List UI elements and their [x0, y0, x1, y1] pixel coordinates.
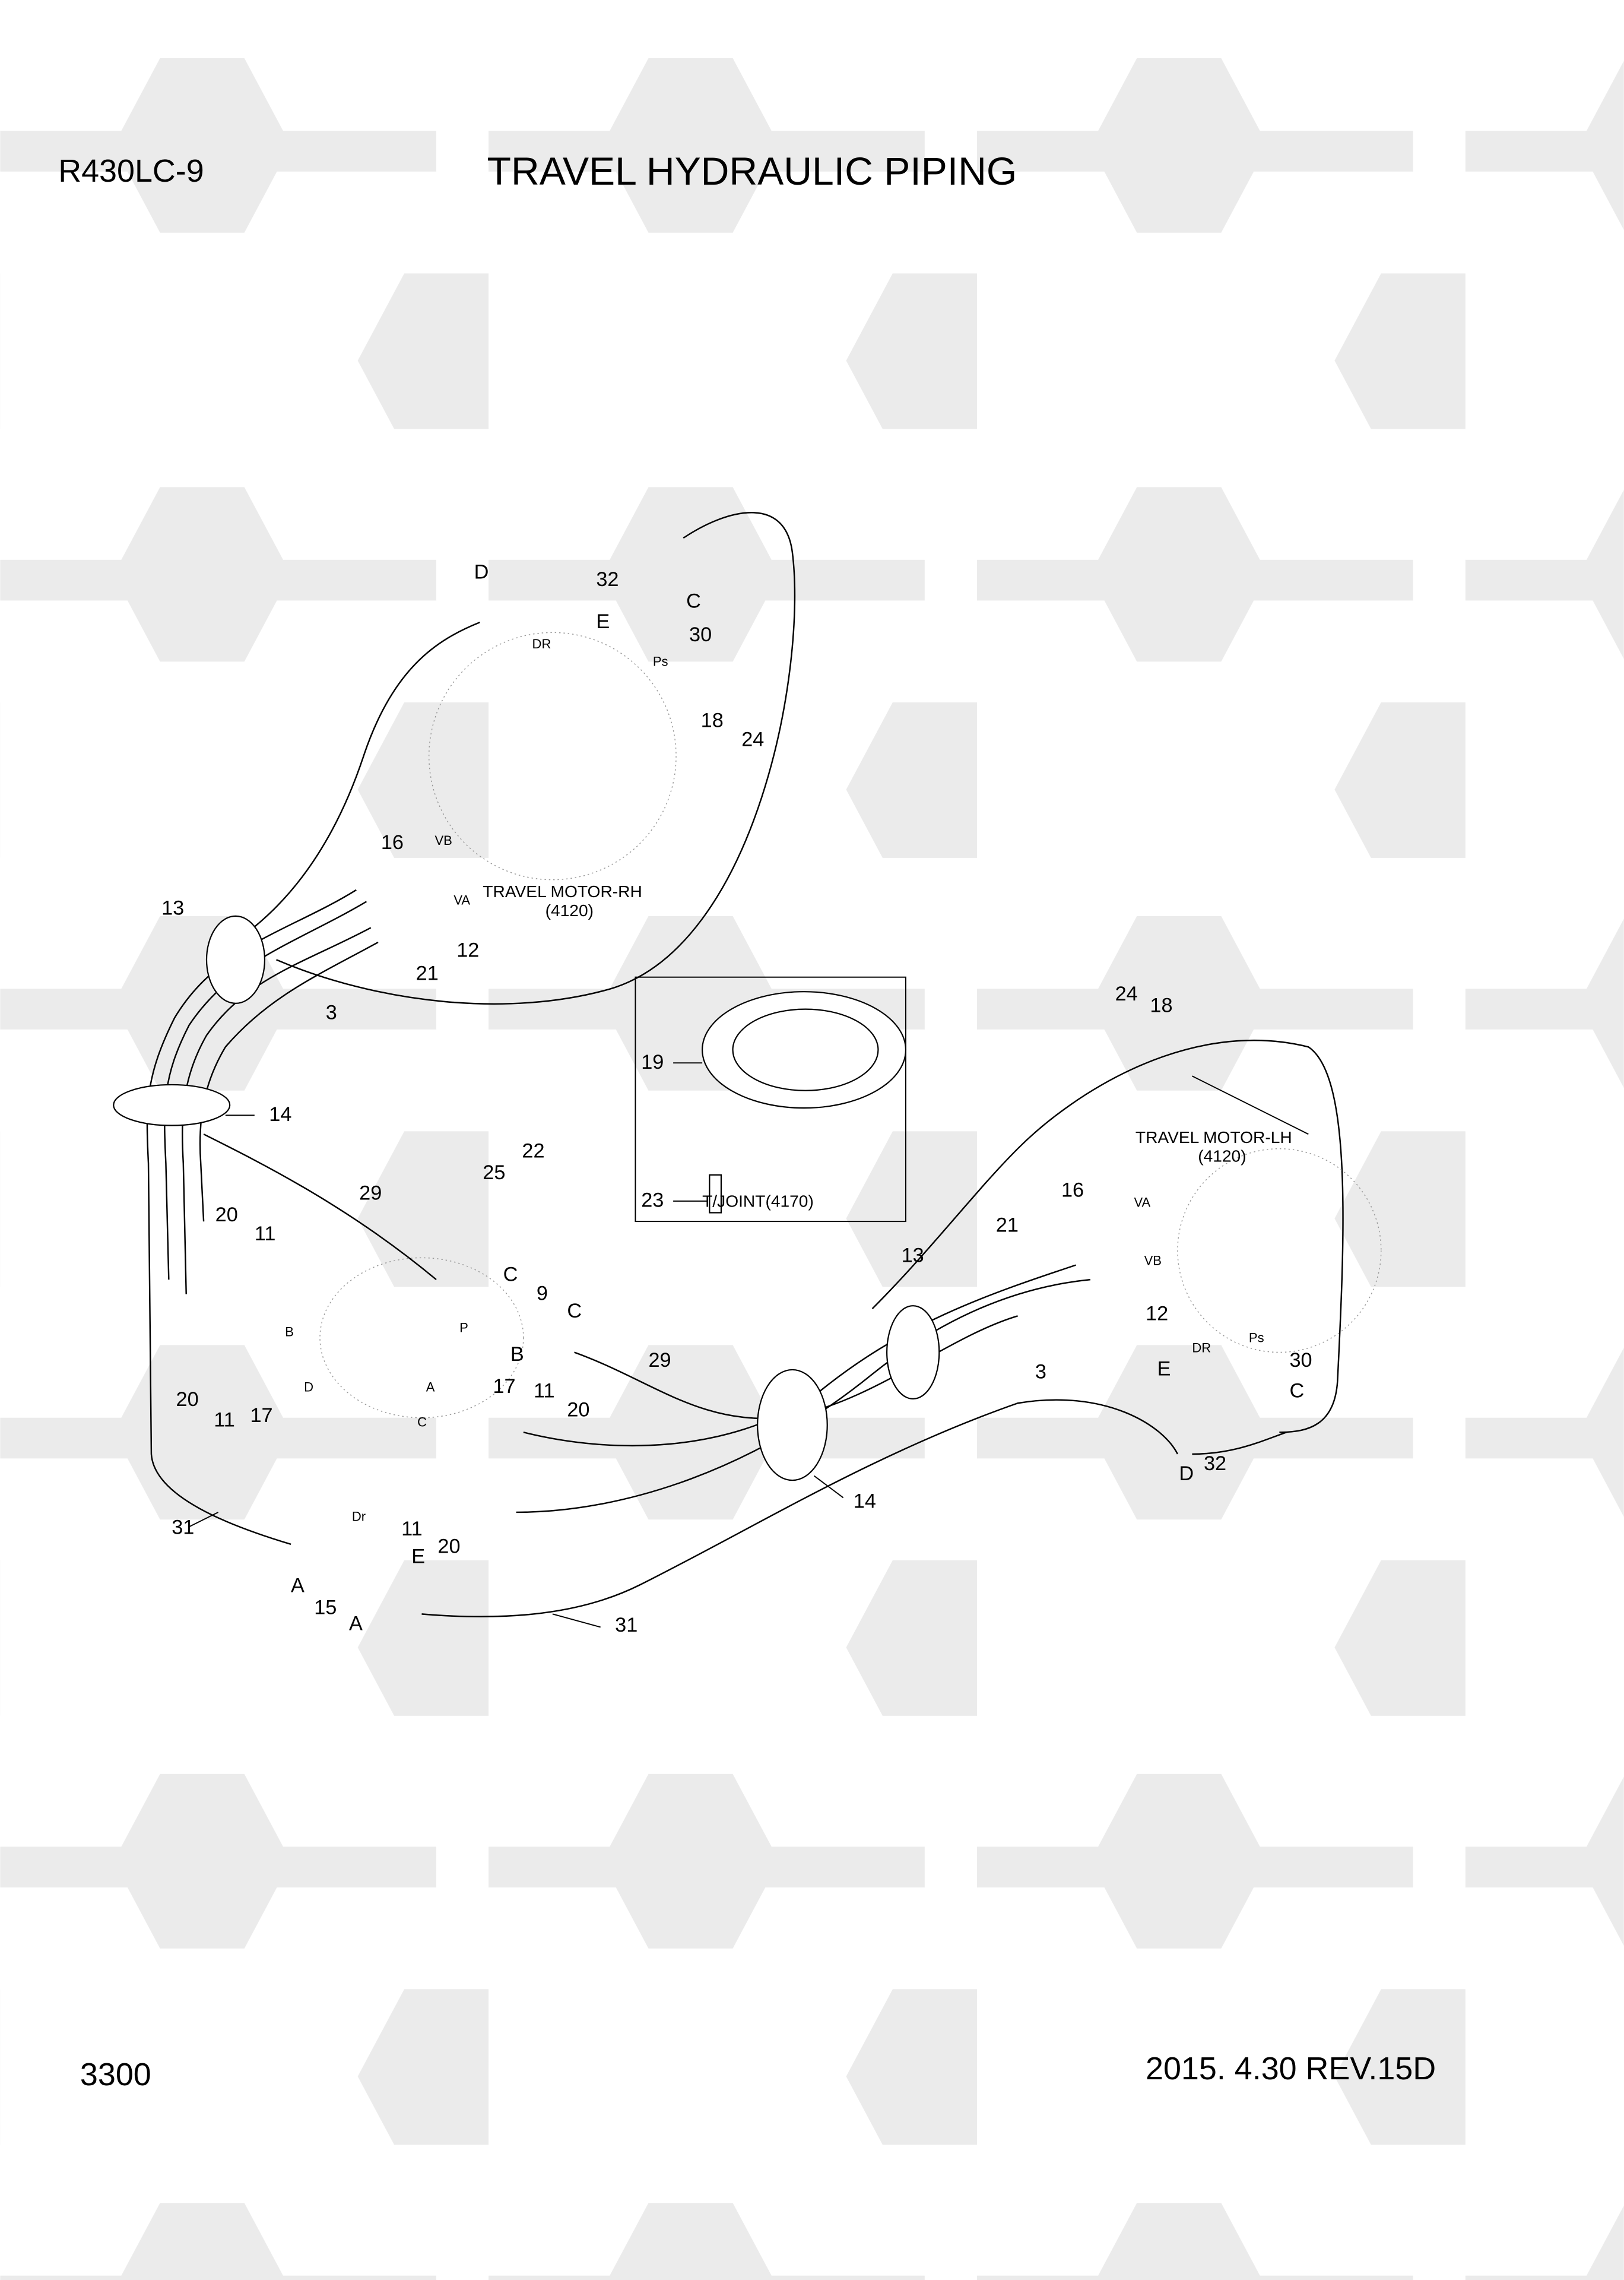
callout: 11 [401, 1518, 423, 1540]
callout: 16 [381, 831, 404, 854]
callout: C [1289, 1379, 1304, 1402]
callout: 17 [250, 1404, 272, 1427]
port-label: VA [1134, 1195, 1150, 1210]
gasket-19-inner [732, 1008, 879, 1091]
callout: 24 [1115, 983, 1138, 1005]
clamp-14-rh [113, 1084, 231, 1126]
travel-motor-rh-code: (4120) [545, 901, 594, 920]
port-label: B [285, 1325, 294, 1340]
callout: A [291, 1575, 304, 1597]
callout: 32 [596, 568, 618, 591]
port-label: VB [434, 833, 452, 848]
travel-motor-lh-label: TRAVEL MOTOR-LH [1135, 1128, 1292, 1147]
travel-motor-lh-outline [1177, 1148, 1382, 1353]
callout: A [349, 1612, 363, 1635]
clamp-13-rh [205, 915, 266, 1004]
leader-lines [189, 1062, 1309, 1628]
callout: 3 [326, 1002, 337, 1024]
port-label: P [459, 1320, 468, 1335]
callout: 20 [215, 1204, 238, 1226]
callout: 18 [1150, 994, 1172, 1016]
callout: D [474, 561, 489, 584]
callout: 15 [314, 1596, 337, 1619]
port-label: DR [1192, 1341, 1211, 1356]
model-label: R430LC-9 [58, 153, 204, 189]
callout: E [596, 610, 610, 633]
travel-motor-rh-label: TRAVEL MOTOR-RH [483, 882, 642, 901]
port-labels: DR Ps VB VA VA VB P B DR Ps D A C Dr [285, 636, 1264, 1524]
callout: 23 [641, 1189, 664, 1212]
callout: 19 [641, 1051, 664, 1074]
tjoint-label: T/JOINT(4170) [702, 1192, 814, 1211]
callout: 13 [902, 1244, 924, 1267]
callout: 22 [522, 1139, 544, 1162]
travel-motor-rh-outline [428, 632, 677, 881]
callout: 13 [161, 897, 184, 919]
callout: 3 [1035, 1361, 1046, 1383]
callout: B [510, 1343, 524, 1366]
callout: D [1179, 1462, 1194, 1485]
callout: E [411, 1546, 425, 1568]
revision-date: 2015. 4.30 REV.15D [1146, 2051, 1436, 2086]
callout: 14 [854, 1490, 876, 1513]
callout: C [503, 1264, 518, 1286]
callout: 31 [172, 1516, 194, 1539]
callout: 11 [534, 1379, 555, 1402]
callout: 31 [615, 1614, 637, 1636]
port-label: Ps [1249, 1330, 1264, 1345]
callout: 12 [1146, 1303, 1168, 1325]
callout: 16 [1061, 1179, 1084, 1202]
port-label: VA [453, 892, 470, 907]
callout: 20 [437, 1535, 460, 1558]
tjoint-inset-box [635, 976, 906, 1223]
callout: 20 [176, 1388, 199, 1411]
port-label: Dr [352, 1509, 366, 1524]
port-label: VB [1144, 1253, 1162, 1268]
turning-joint-outline [319, 1257, 524, 1418]
callout: 18 [701, 709, 724, 732]
callout: 30 [689, 623, 712, 646]
callout: C [567, 1300, 582, 1322]
callout: 21 [996, 1214, 1019, 1236]
clamp-13-lh [886, 1305, 940, 1400]
page-title: TRAVEL HYDRAULIC PIPING [487, 150, 1017, 194]
callout: E [1157, 1358, 1171, 1380]
port-label: C [417, 1414, 427, 1429]
callout: 11 [214, 1408, 235, 1431]
callout: 24 [741, 728, 764, 750]
callout: 29 [359, 1182, 382, 1204]
clamp-14-lh [757, 1369, 828, 1481]
travel-motor-lh-code: (4120) [1198, 1147, 1246, 1166]
callout: 25 [483, 1161, 505, 1184]
callout: 21 [416, 962, 439, 985]
port-label: Ps [653, 654, 668, 669]
callout: 9 [537, 1282, 548, 1304]
callout: 29 [648, 1349, 671, 1372]
callout: C [686, 590, 701, 613]
callout: 17 [493, 1375, 515, 1398]
callout: 20 [567, 1398, 589, 1421]
port-label: A [426, 1380, 435, 1395]
port-label: DR [532, 636, 551, 651]
callout: 30 [1289, 1349, 1312, 1372]
bolt-23 [709, 1174, 722, 1214]
callout: 32 [1204, 1452, 1226, 1475]
callout: 11 [255, 1223, 276, 1245]
callout: 14 [269, 1103, 291, 1126]
callouts: D 32 E C 30 18 24 16 13 12 21 3 24 18 19… [161, 561, 1312, 1636]
port-label: D [304, 1380, 313, 1395]
hose-routing [146, 512, 1344, 1617]
page-number: 3300 [80, 2057, 151, 2092]
callout: 12 [456, 939, 479, 961]
